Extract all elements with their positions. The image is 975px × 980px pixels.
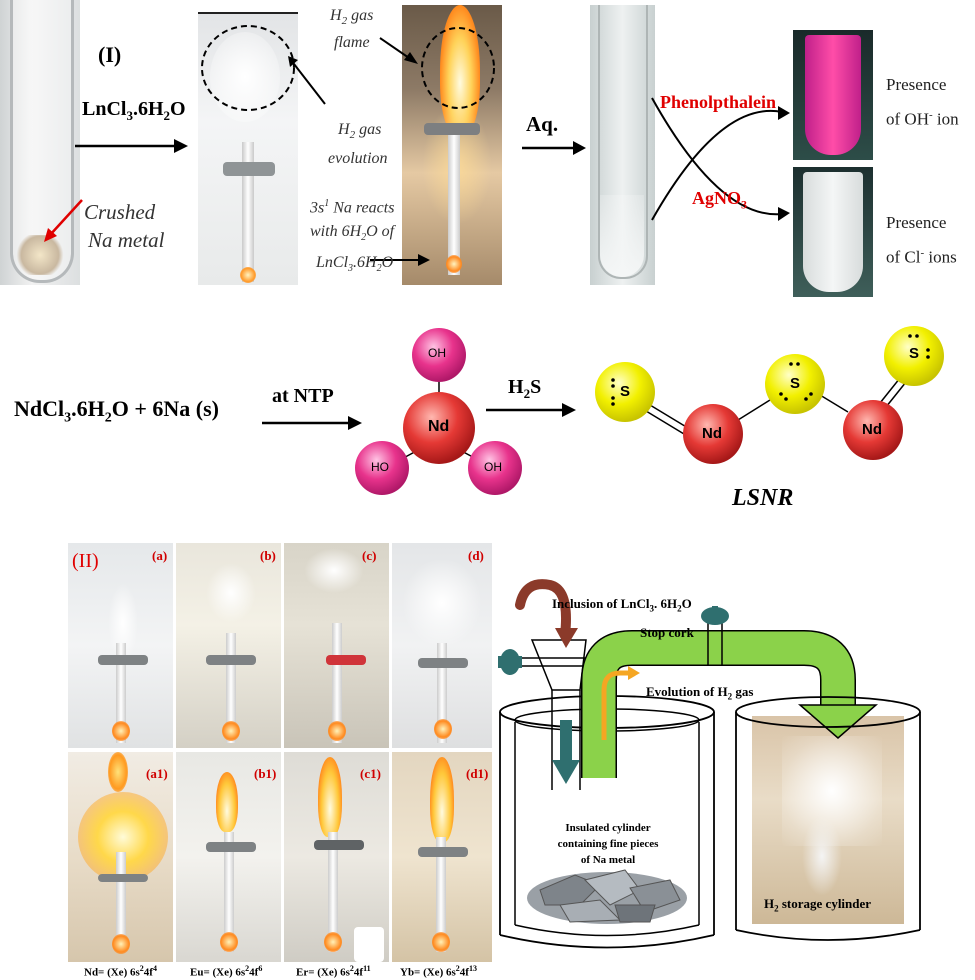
nd-center-label: Nd xyxy=(428,418,450,435)
reagent-lncl3: LnCl3.6H2O xyxy=(82,98,186,123)
tile-label-d: (d) xyxy=(468,548,484,563)
config-eu: Eu= (Xe) 6s24f6 xyxy=(190,964,263,979)
oh-right-label: OH xyxy=(484,460,502,474)
nd-atom-left xyxy=(683,404,743,464)
s-left-label: S xyxy=(620,383,631,400)
photo-tile-d1 xyxy=(392,752,492,962)
nd-left-label: Nd xyxy=(702,425,722,442)
photo-h2-evolution xyxy=(198,12,298,285)
reaction-note: 3s1 Na reacts with 6H2O of LnCl3.6H2O xyxy=(310,198,395,274)
photo-crushed-na-tube xyxy=(0,0,80,285)
photo-h2-flame xyxy=(402,5,502,285)
oh-top-label: OH xyxy=(428,346,446,360)
na-metal-pieces xyxy=(527,869,687,924)
nd-atom-center xyxy=(403,392,475,464)
stop-cork-label: Stop cork xyxy=(640,625,694,640)
phenolphthalein-label: Phenolpthalein xyxy=(660,92,777,112)
photo-h2-storage xyxy=(752,716,904,924)
config-yb: Yb= (Xe) 6s24f13 xyxy=(400,964,477,979)
s-atom-left xyxy=(595,362,655,422)
photo-tile-a xyxy=(68,543,173,748)
s-mid-label: S xyxy=(790,375,801,392)
oh-atom-top xyxy=(412,328,466,382)
s-right-label: S xyxy=(909,345,920,362)
photo-tile-b xyxy=(176,543,281,748)
config-er: Er= (Xe) 6s24f11 xyxy=(296,964,371,979)
photo-phenolphthalein-pink xyxy=(793,30,873,160)
reagent-h2s: H2S xyxy=(508,376,542,401)
storage-cylinder-label: H2 storage cylinder xyxy=(764,896,872,914)
tile-label-a1: (a1) xyxy=(146,766,168,781)
photo-tile-c xyxy=(284,543,389,748)
s-atom-middle xyxy=(765,354,825,414)
aq-label: Aq. xyxy=(526,112,559,136)
panel2-label: (II) xyxy=(72,550,99,572)
nd-right-label: Nd xyxy=(862,421,882,438)
tile-label-c1: (c1) xyxy=(360,766,381,781)
tile-label-b: (b) xyxy=(260,548,276,563)
ho-left-label: HO xyxy=(371,460,389,474)
product-lsnr: LSNR xyxy=(732,485,794,511)
photo-tile-b1 xyxy=(176,752,281,962)
s-atom-right xyxy=(884,326,944,386)
config-nd: Nd= (Xe) 6s24f4 xyxy=(84,964,157,979)
agno3-label: AgNO3 xyxy=(692,188,747,212)
ho-atom-left xyxy=(355,441,409,495)
nd-atom-right xyxy=(843,400,903,460)
tile-label-b1: (b1) xyxy=(254,766,277,781)
photo-tile-c1 xyxy=(284,752,389,962)
inclusion-label: Inclusion of LnCl3. 6H2O xyxy=(552,596,692,614)
panel1-label: (I) xyxy=(98,42,122,67)
tile-label-c: (c) xyxy=(362,548,377,563)
equation-lhs: NdCl3.6H2O + 6Na (s) xyxy=(14,396,219,426)
photo-tile-a1 xyxy=(68,752,173,962)
oh-atom-right xyxy=(468,441,522,495)
evolution-label: Evolution of H2 gas xyxy=(646,684,754,702)
photo-tile-d xyxy=(392,543,492,748)
tile-label-a: (a) xyxy=(152,548,168,563)
photo-aqueous-tube xyxy=(590,5,655,285)
condition-ntp: at NTP xyxy=(272,385,334,407)
tile-label-d1: (d1) xyxy=(466,766,489,781)
photo-agcl-white xyxy=(793,167,873,297)
